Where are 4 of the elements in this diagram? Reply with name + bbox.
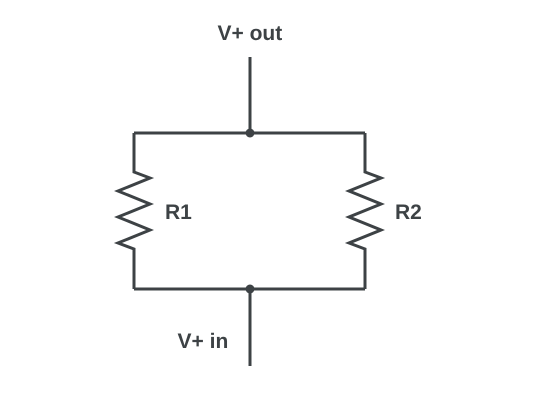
terminal-label: V+ in [178, 330, 228, 354]
component-label: R2 [395, 201, 422, 225]
terminal-label: V+ out [218, 22, 282, 46]
component-label: R1 [165, 201, 192, 225]
